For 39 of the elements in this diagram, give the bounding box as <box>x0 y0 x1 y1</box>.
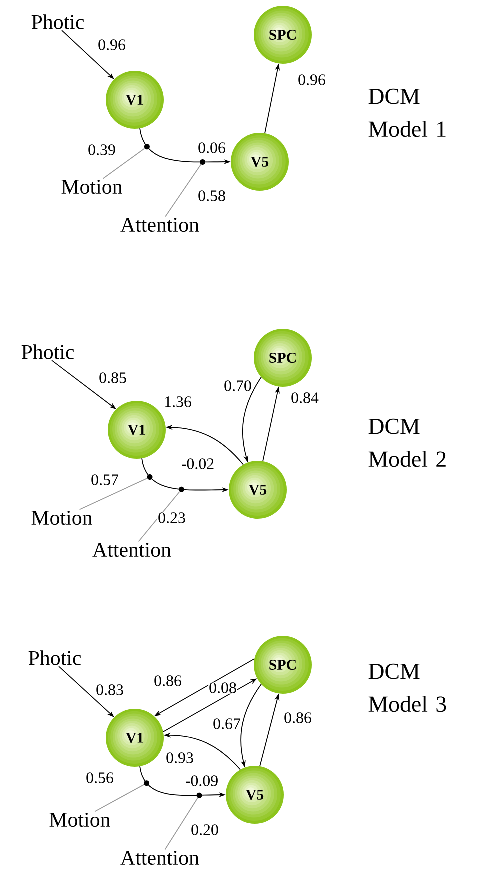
edge-label: 0.83 <box>96 684 124 696</box>
leader-line <box>165 164 202 218</box>
model-title: DCM Model 3 <box>368 664 446 712</box>
edge-label: 0.08 <box>208 682 238 694</box>
leader-line <box>138 491 180 542</box>
input-label: Motion <box>32 510 92 526</box>
input-label: Attention <box>120 218 200 232</box>
edge-label: 0.93 <box>166 752 194 764</box>
input-label: Photic <box>32 14 84 30</box>
edge-label: 0.39 <box>88 144 116 156</box>
edge-label: 0.56 <box>86 772 114 784</box>
input-label: Attention <box>120 850 200 866</box>
edge-label: 0.06 <box>198 142 226 154</box>
edge-label: 0.96 <box>98 39 126 51</box>
edge-label: 0.86 <box>154 675 182 687</box>
input-label: Motion <box>50 812 110 828</box>
edge-label: 0.20 <box>190 824 220 836</box>
edge-label: 0.57 <box>90 474 120 486</box>
edge-label: 0.84 <box>290 392 320 404</box>
model-title: DCM Model 1 <box>368 88 446 138</box>
input-label: Photic <box>22 344 74 360</box>
input-label: Attention <box>92 542 172 558</box>
leader-line <box>79 478 148 510</box>
edge-label: 0.70 <box>224 380 252 392</box>
edge-label: 0.86 <box>284 712 312 724</box>
model-title: DCM Model 2 <box>368 418 446 468</box>
input-label: Motion <box>62 180 122 194</box>
leader-line <box>102 148 146 180</box>
edge-label: 0.67 <box>212 718 242 730</box>
edge-label: 0.96 <box>298 74 326 86</box>
edge-label: 0.58 <box>198 190 226 202</box>
input-label: Photic <box>28 650 82 666</box>
leader-line <box>164 798 198 850</box>
edge-label: 1.36 <box>164 396 192 408</box>
edge-label: -0.02 <box>180 458 216 470</box>
leader-line <box>94 784 145 812</box>
edge-label: 0.23 <box>158 512 186 524</box>
edge-label: -0.09 <box>184 775 220 787</box>
edge-label: 0.85 <box>98 372 128 384</box>
